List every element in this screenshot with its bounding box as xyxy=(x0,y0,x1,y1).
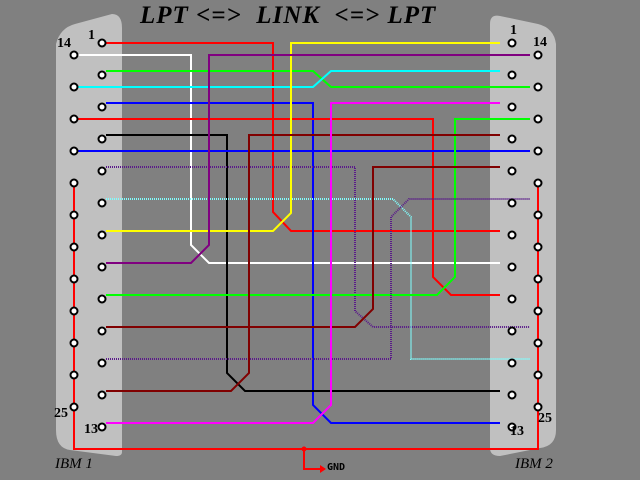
left-pin-15 xyxy=(69,82,79,92)
wire-17 xyxy=(106,102,500,424)
right-pin-23 xyxy=(533,338,543,348)
left-pin-23 xyxy=(69,338,79,348)
wire-4 xyxy=(78,70,500,88)
right-pin-4 xyxy=(507,134,517,144)
left-pin-22 xyxy=(69,306,79,316)
wire-6 xyxy=(78,118,500,296)
right-pin-3 xyxy=(507,102,517,112)
wire-3 xyxy=(106,70,530,88)
right-pin-13-label: 13 xyxy=(510,424,524,439)
wire-9 xyxy=(106,166,530,328)
right-pin-22 xyxy=(533,306,543,316)
right-pin-14 xyxy=(533,50,543,60)
left-pin-2 xyxy=(97,70,107,80)
left-pin-7 xyxy=(97,230,107,240)
left-pin-25 xyxy=(69,402,79,412)
left-pin-13 xyxy=(97,422,107,432)
diagram-title: LPT <=> LINK <=> LPT xyxy=(140,2,437,29)
left-pin-8 xyxy=(97,262,107,272)
wire-11 xyxy=(106,42,500,232)
left-pin-25-label: 25 xyxy=(54,406,68,421)
right-pin-13 xyxy=(507,422,517,432)
left-pin-10 xyxy=(97,326,107,336)
left-pin-12 xyxy=(97,390,107,400)
wire-13 xyxy=(106,118,530,296)
wire-12 xyxy=(106,54,530,264)
left-connector-label: IBM 1 xyxy=(55,456,93,472)
right-connector-shell xyxy=(490,15,556,457)
left-pin-24 xyxy=(69,370,79,380)
gnd-label: GND xyxy=(327,462,346,473)
right-pin-7 xyxy=(507,230,517,240)
left-pin-13-label: 13 xyxy=(84,422,98,437)
left-pin-20 xyxy=(69,242,79,252)
left-pin-3 xyxy=(97,102,107,112)
right-pin-20 xyxy=(533,242,543,252)
wire-5 xyxy=(106,102,500,424)
pin-group xyxy=(69,38,543,432)
right-pin-19 xyxy=(533,210,543,220)
left-pin-9 xyxy=(97,294,107,304)
right-pin-25-label: 25 xyxy=(538,411,552,426)
wire-14 xyxy=(106,166,500,328)
right-pin-8 xyxy=(507,262,517,272)
wire-2 xyxy=(78,54,500,264)
left-pin-18 xyxy=(69,178,79,188)
left-pin-14 xyxy=(69,50,79,60)
left-pin-5 xyxy=(97,166,107,176)
gnd-junction xyxy=(301,446,307,452)
right-pin-2 xyxy=(507,70,517,80)
right-pin-12 xyxy=(507,390,517,400)
right-pin-24 xyxy=(533,370,543,380)
right-pin-6 xyxy=(507,198,517,208)
right-pin-16 xyxy=(533,114,543,124)
left-pin-1-label: 1 xyxy=(88,28,95,43)
right-pin-1 xyxy=(507,38,517,48)
wire-15 xyxy=(106,198,530,360)
wire-group xyxy=(78,42,530,424)
right-connector-label: IBM 2 xyxy=(515,456,553,472)
left-pin-4 xyxy=(97,134,107,144)
right-pin-15 xyxy=(533,82,543,92)
left-pin-14-label: 14 xyxy=(57,36,71,51)
gnd-arrow-icon xyxy=(320,465,326,473)
left-pin-17 xyxy=(69,146,79,156)
right-pin-10 xyxy=(507,326,517,336)
right-pin-11 xyxy=(507,358,517,368)
left-pin-16 xyxy=(69,114,79,124)
right-pin-1-label: 1 xyxy=(510,23,517,38)
left-pin-19 xyxy=(69,210,79,220)
right-pin-21 xyxy=(533,274,543,284)
right-pin-25 xyxy=(533,402,543,412)
left-pin-21 xyxy=(69,274,79,284)
left-connector-shell xyxy=(56,14,122,456)
wire-1 xyxy=(106,42,500,232)
left-pin-11 xyxy=(97,358,107,368)
right-pin-9 xyxy=(507,294,517,304)
wire-16 xyxy=(106,134,500,392)
left-pin-1 xyxy=(97,38,107,48)
wire-10 xyxy=(106,198,530,360)
right-pin-17 xyxy=(533,146,543,156)
right-pin-14-label: 14 xyxy=(533,35,547,50)
right-pin-5 xyxy=(507,166,517,176)
left-pin-6 xyxy=(97,198,107,208)
right-pin-18 xyxy=(533,178,543,188)
